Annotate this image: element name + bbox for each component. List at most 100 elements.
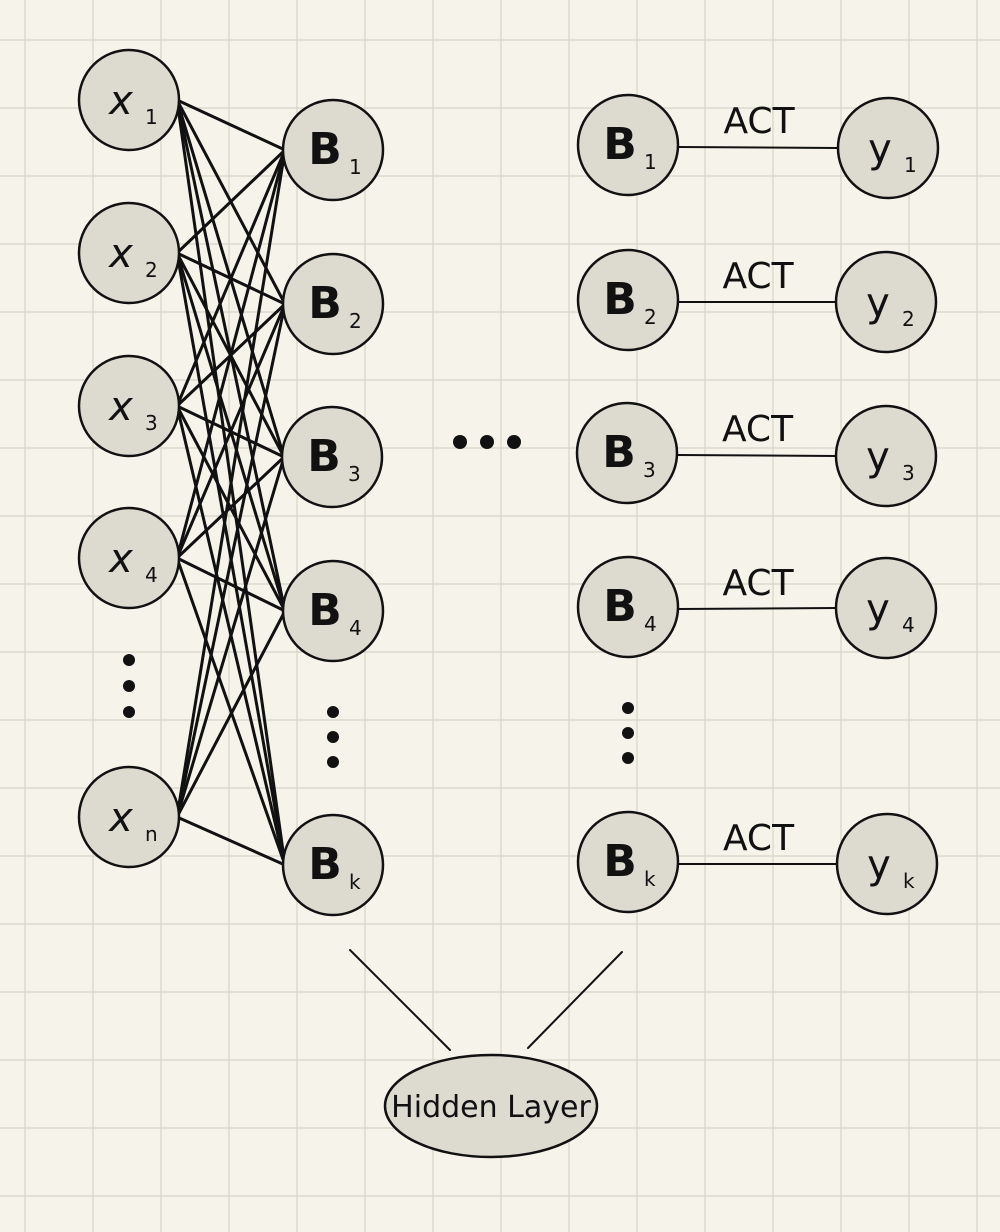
input-node-label: x (107, 536, 133, 582)
output-node-circle (834, 556, 938, 660)
input-node-circle (77, 201, 181, 305)
activation-label: ACT (723, 818, 795, 859)
hidden-last-node-label: B (603, 581, 637, 632)
between-layers-ellipsis (453, 435, 521, 449)
input-node-subscript: 2 (145, 258, 158, 282)
connection-x3-b1 (175, 148, 287, 408)
hidden-last-node-subscript: 3 (643, 458, 656, 482)
hidden-last-node-circle (575, 401, 679, 505)
hidden-last-node-circle (576, 248, 680, 352)
hidden-last-node-label: B (603, 119, 637, 170)
connection-x1-b1 (175, 98, 287, 152)
input-node-circle (77, 765, 181, 869)
output-node-label: y (866, 280, 890, 326)
hidden-last-ellipsis (622, 702, 634, 764)
output-node-subscript: k (903, 869, 915, 893)
connection-x5-b2 (175, 302, 287, 819)
connection-x5-b3 (175, 455, 286, 819)
input-ellipsis (123, 654, 135, 718)
input-node-subscript: 3 (145, 411, 158, 435)
input-node-label: x (107, 795, 133, 841)
activation-label: ACT (723, 101, 795, 142)
hidden-last-node-circle (576, 810, 680, 914)
output-node-label: y (866, 586, 890, 632)
input-node-circle (77, 48, 181, 152)
connection-x4-b2 (175, 302, 287, 560)
hidden-last-node-subscript: 2 (644, 305, 657, 329)
hidden-last-node-label: B (603, 274, 637, 325)
input-node-subscript: 4 (145, 563, 158, 587)
hidden-first-node-subscript: k (349, 870, 361, 894)
output-node-circle (835, 812, 939, 916)
hidden-layer-bubble (383, 1053, 599, 1159)
output-node-circle (836, 96, 940, 200)
input-node-label: x (107, 78, 133, 124)
activation-label: ACT (722, 256, 794, 297)
output-node-subscript: 2 (902, 307, 915, 331)
hidden-last-node-circle (576, 93, 680, 197)
hidden-first-node-circle (281, 98, 385, 202)
hidden-first-node-circle (281, 813, 385, 917)
hidden-last-node-label: B (603, 836, 637, 887)
hidden-last-node-subscript: 1 (644, 150, 657, 174)
hidden-first-node-circle (281, 559, 385, 663)
connection-x4-b1 (175, 148, 287, 560)
output-node-label: y (868, 126, 892, 172)
hidden-last-node-subscript: 4 (644, 612, 657, 636)
output-node-subscript: 4 (902, 613, 915, 637)
hidden-first-node-subscript: 1 (349, 155, 362, 179)
hidden-first-node-subscript: 2 (349, 309, 362, 333)
hidden-first-node-circle (281, 252, 385, 356)
activation-label: ACT (722, 409, 794, 450)
hidden-first-node-label: B (308, 839, 342, 890)
hidden-last-node-circle (576, 555, 680, 659)
hidden-first-node-subscript: 4 (349, 616, 362, 640)
hidden-first-node-label: B (308, 278, 342, 329)
connection-x4-b4 (175, 556, 287, 613)
input-to-hidden-connections (175, 98, 287, 867)
connection-x5-b4 (175, 609, 287, 819)
output-node-label: y (866, 434, 890, 480)
hidden-first-node-label: B (308, 585, 342, 636)
activation-label: ACT (722, 563, 794, 604)
input-node-label: x (107, 231, 133, 277)
activation-line (676, 454, 837, 457)
hidden-first-ellipsis (327, 706, 339, 768)
hidden-layer-pointer-left (349, 949, 451, 1051)
hidden-first-node-subscript: 3 (348, 462, 361, 486)
activation-line (677, 607, 837, 610)
output-node-circle (834, 250, 938, 354)
output-node-label: y (867, 842, 891, 888)
activation-line (677, 146, 839, 149)
input-node-circle (77, 506, 181, 610)
input-node-subscript: 1 (145, 105, 158, 129)
hidden-last-node-subscript: k (644, 867, 656, 891)
connection-x4-b3 (175, 455, 286, 560)
activation-connections: ACT ACT ACT ACT ACT (676, 101, 839, 865)
hidden-first-node-label: B (307, 431, 341, 482)
output-node-subscript: 1 (904, 153, 917, 177)
input-node-label: x (107, 384, 133, 430)
output-node-subscript: 3 (902, 461, 915, 485)
